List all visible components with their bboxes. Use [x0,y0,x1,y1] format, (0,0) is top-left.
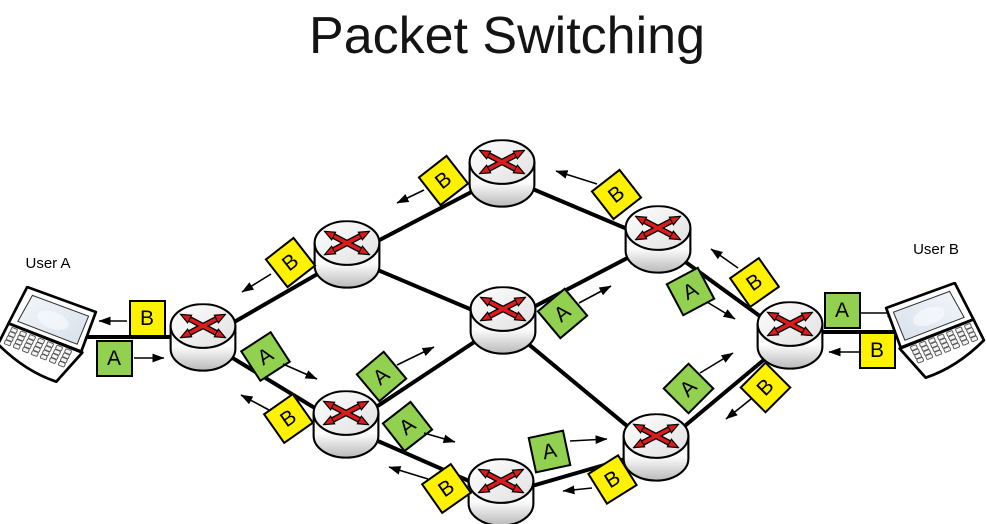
laptop-icon [886,283,984,378]
laptop-icon [0,287,96,382]
router-right [755,301,825,375]
router-icon [470,140,535,207]
packet-b: B [264,236,316,288]
packet-b: B [262,392,314,444]
packet-direction-arrow [710,248,739,269]
network-link [346,174,503,259]
router-left [168,303,238,377]
network-link [501,321,658,452]
user-b-label: User B [913,241,959,258]
router-lower-left [311,390,381,464]
network-link [202,255,348,342]
network-link [201,338,348,429]
packet-direction-arrow [282,363,318,380]
router-icon [626,206,691,273]
packet-direction-arrow [555,170,598,185]
router-icon [469,459,534,524]
packet-a: A [661,361,715,415]
network-link [501,174,659,244]
packet-b: B [417,154,469,206]
packet-b: B [420,462,472,514]
network-link [344,321,505,429]
router-center [468,286,538,360]
network-link [345,425,502,497]
packet-a: A [535,286,589,340]
network-link [656,240,792,340]
router-lower-right [621,413,691,487]
packet-b: B [590,168,642,220]
packet-a: A [381,400,433,452]
packet-a: A [239,330,291,382]
packet-direction-arrow [240,394,270,411]
network-link [500,448,657,497]
router-icon [758,302,823,369]
router-icon [315,221,380,288]
router-icon [314,391,379,458]
router-icon [171,304,236,371]
packet-direction-arrow [396,346,435,366]
packet-direction-arrow [578,285,612,304]
packet-a: A [664,265,716,317]
packet-direction-arrow [706,301,736,320]
router-bottom [466,458,536,524]
packet-b: B [728,256,780,308]
packet-a: A [354,349,408,403]
router-icon [471,287,536,354]
packet-direction-arrow [569,435,608,445]
laptop-user-b [882,282,986,386]
packet-a: A [527,429,571,473]
packet-direction-arrow [562,485,593,495]
user-a-label: User A [25,255,71,272]
packet-direction-arrow [388,466,429,480]
network-link [346,255,504,325]
packet-b: B [128,299,166,337]
diagram-title: Packet Switching [309,7,705,65]
packet-b: B [738,360,792,414]
packet-direction-arrow [396,189,425,204]
packet-b: B [586,453,638,505]
router-top [467,139,537,213]
packet-a: A [823,291,861,329]
packet-direction-arrow [699,352,734,374]
packet-direction-arrow [241,273,272,293]
laptop-user-a [0,286,100,390]
packet-direction-arrow [725,398,752,420]
packet-direction-arrow [423,432,456,444]
router-upper-right [623,205,693,279]
router-icon [624,414,689,481]
network-link [502,240,659,325]
router-upper-left [312,220,382,294]
packet-a: A [95,339,133,377]
network-link [654,336,792,452]
